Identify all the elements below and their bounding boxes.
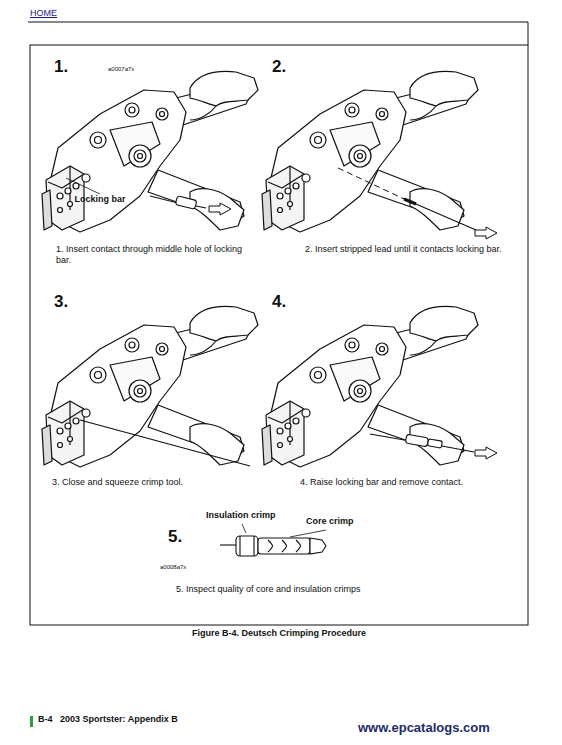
- step-number: 4.: [272, 292, 302, 312]
- figure-id: a0007a7x: [108, 66, 168, 73]
- figure-caption: Figure B-4. Deutsch Crimping Procedure: [30, 628, 528, 639]
- step-number: 5.: [168, 527, 198, 547]
- footer-text: 2003 Sportster: Appendix B: [60, 714, 260, 725]
- step-number: 1.: [54, 57, 84, 77]
- step-caption: 1. Insert contact through middle hole of…: [56, 244, 256, 266]
- step-caption: 2. Insert stripped lead until it contact…: [305, 244, 505, 255]
- part-label: Insulation crimp: [206, 510, 296, 521]
- step-number: 3.: [54, 292, 84, 312]
- step-caption: 5. Inspect quality of core and insulatio…: [176, 584, 436, 595]
- home-link: HOME: [30, 8, 90, 19]
- watermark: www.epcatalogs.com: [358, 720, 554, 736]
- figure-id: a0008a7x: [160, 564, 220, 571]
- part-label: Locking bar: [70, 194, 130, 205]
- step-caption: 3. Close and squeeze crimp tool.: [52, 477, 262, 488]
- step-number: 2.: [272, 57, 302, 77]
- step-caption: 4. Raise locking bar and remove contact.: [300, 477, 520, 488]
- part-label: Core crimp: [306, 516, 386, 527]
